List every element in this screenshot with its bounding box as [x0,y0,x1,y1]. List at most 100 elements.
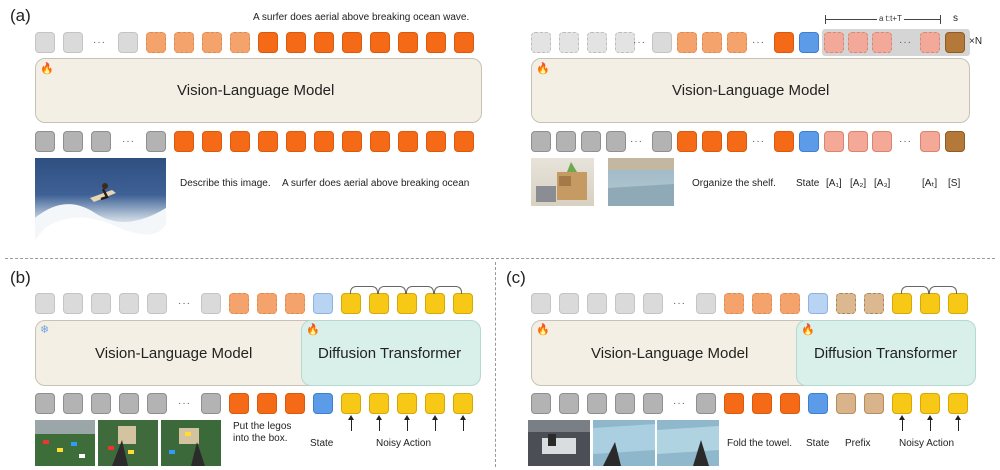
prompt-text-c: Fold the towel. [727,438,793,449]
token-gray [63,293,83,314]
ellipsis: ··· [752,37,765,48]
token-orange [314,131,334,152]
token-orange-light [285,293,305,314]
vlm-label: Vision-Language Model [672,82,830,99]
token-orange-light [724,293,744,314]
token-gray [531,293,551,314]
noise-arrow-line [379,419,380,431]
ellipsis: ··· [633,37,646,48]
action-token-label: [A₃] [874,178,891,189]
token-action-yellow [341,293,361,314]
prompt-text-a-right: Organize the shelf. [692,178,776,189]
ellipsis: ··· [673,298,686,309]
flame-icon: 🔥 [536,63,550,75]
token-action-yellow [397,393,417,414]
token-gray-dark [146,131,166,152]
flame-icon: 🔥 [536,324,550,336]
vlm-label: Vision-Language Model [591,345,749,362]
noise-arrow-head [899,415,905,420]
noise-arrow-head [432,415,438,420]
token-state-light-blue [313,293,333,314]
state-label: State [806,438,830,449]
action-token-label: [Aₜ] [922,178,938,189]
noise-arrow-head [955,415,961,420]
token-orange [286,131,306,152]
noise-arrow-head [460,415,466,420]
shelf-image-1 [531,158,594,206]
token-gray [559,32,579,53]
state-label: State [310,438,334,449]
token-orange [174,131,194,152]
ellipsis: ··· [899,136,912,147]
lego-image-2 [98,420,158,466]
token-orange [702,131,722,152]
repeat-label: ×N [969,36,983,47]
token-orange [398,32,418,53]
bracket-tick [825,15,826,24]
dit-box [796,320,976,386]
s-label: s [953,13,958,24]
vertical-separator [495,262,496,467]
token-orange [727,131,747,152]
token-gray [35,32,55,53]
token-action-yellow [425,293,445,314]
bracket-tick [940,15,941,24]
token-orange [342,32,362,53]
token-orange-light [727,32,747,53]
token-gray [147,293,167,314]
token-state-blue [313,393,333,414]
token-action-yellow [425,393,445,414]
token-gray-dark [63,131,83,152]
token-gray-dark [652,131,672,152]
prompt-text-b-2: into the box. [233,433,288,444]
token-action-yellow [948,393,968,414]
shelf-image-2 [608,158,674,206]
dit-box [301,320,481,386]
loop-arrow [350,286,378,294]
token-orange [314,32,334,53]
token-action [920,32,940,53]
ellipsis: ··· [178,298,191,309]
token-orange [285,393,305,414]
lego-image-1 [35,420,95,466]
token-action-yellow [369,293,389,314]
noisy-action-label: Noisy Action [376,438,432,449]
token-gray-dark [531,131,551,152]
token-gray [63,32,83,53]
ellipsis: ··· [752,136,765,147]
token-orange [230,131,250,152]
noise-arrow-line [902,419,903,431]
surfer-image [35,158,166,240]
prompt-text-b-1: Put the legos [233,421,292,432]
ellipsis: ··· [93,37,106,48]
token-orange [774,131,794,152]
dit-label: Diffusion Transformer [318,345,462,362]
token-gray [652,32,672,53]
token-gray-dark [63,393,83,414]
token-action-yellow [892,293,912,314]
token-orange [370,32,390,53]
noise-arrow-line [435,419,436,431]
token-action-yellow [453,393,473,414]
token-orange-light [257,293,277,314]
token-prefix-tan [864,293,884,314]
noisy-action-label: Noisy Action [899,438,955,449]
token-s-brown [945,131,965,152]
noise-arrow-line [463,419,464,431]
token-gray [119,293,139,314]
token-gray [35,293,55,314]
panel-label-b: (b) [10,268,31,287]
token-action [824,32,844,53]
token-orange [780,393,800,414]
loop-arrow [406,286,434,294]
vlm-label: Vision-Language Model [95,345,253,362]
token-s-brown [945,32,965,53]
token-gray [587,32,607,53]
towel-image-1 [528,420,590,466]
token-orange-light [229,293,249,314]
noise-arrow-line [351,419,352,431]
token-action [872,32,892,53]
token-gray [91,293,111,314]
lego-image-3 [161,420,221,466]
token-orange [370,131,390,152]
